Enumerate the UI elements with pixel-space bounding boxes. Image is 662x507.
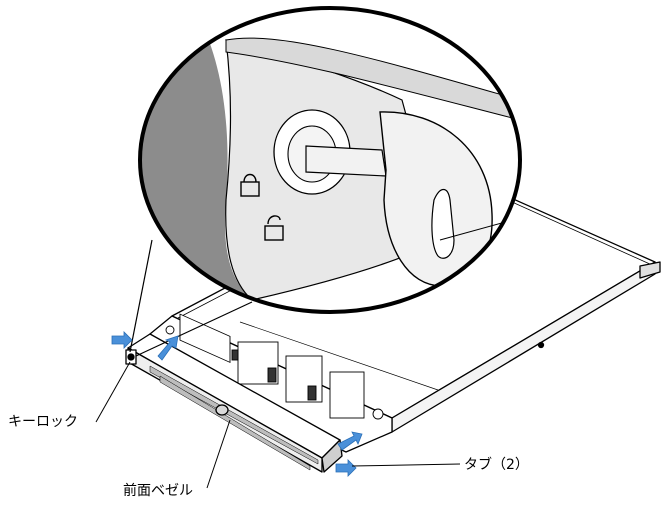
unlocked-padlock-icon — [264, 215, 284, 241]
front-bezel-label: 前面ベゼル — [123, 483, 193, 499]
locked-padlock-icon — [240, 173, 260, 197]
key-lock-label: キーロック — [8, 414, 78, 430]
front-panel — [165, 313, 384, 420]
front-bezel — [125, 333, 343, 473]
tab-label: タブ（2） — [464, 457, 529, 473]
callout-leaders — [95, 361, 461, 489]
zoom-lead-lines — [129, 239, 253, 357]
magnified-lock-view — [138, 6, 522, 314]
push-arrow-icon — [111, 331, 363, 477]
